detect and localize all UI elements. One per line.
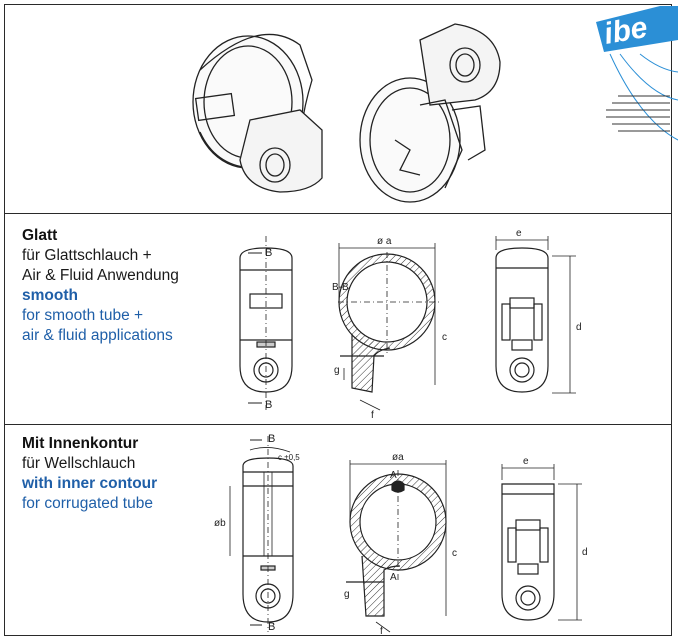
row-glatt: [4, 214, 672, 425]
contour-dim-f: f: [380, 626, 383, 637]
contour-b-bottom: B: [268, 621, 275, 633]
contour-dim-e: e: [523, 456, 529, 467]
glatt-dim-e: e: [516, 228, 522, 239]
glatt-heading: Glatt: [22, 227, 58, 244]
contour-tolerance: c ±0,5: [278, 453, 300, 462]
glatt-dim-phi-a: ø a: [377, 236, 392, 247]
glatt-front-view: [239, 236, 293, 410]
contour-section-view: [346, 460, 447, 633]
contour-dim-phi-b: øb: [214, 518, 226, 529]
glatt-en-heading: smooth: [22, 287, 78, 304]
iso-view-left: [192, 33, 323, 193]
innenkontur-en-heading: with inner contour: [22, 475, 158, 492]
logo-text: ibe: [601, 11, 649, 51]
glatt-description: Glatt für Glattschlauch + Air & Fluid An…: [22, 226, 179, 346]
innenkontur-de-line-1: für Wellschlauch: [22, 455, 136, 472]
glatt-dim-g: g: [334, 365, 340, 376]
glatt-b-top: B: [265, 247, 272, 259]
glatt-section-view: [338, 243, 440, 411]
glatt-dim-c: c: [442, 332, 447, 343]
contour-dim-d: d: [582, 547, 588, 558]
iso-view-right: [359, 23, 501, 203]
glatt-side-view: [495, 236, 576, 394]
contour-b-top: B: [268, 433, 275, 445]
outer-frame: [4, 4, 672, 636]
contour-dim-phi-a: øa: [392, 452, 404, 463]
glatt-de-line-1: für Glattschlauch +: [22, 247, 152, 264]
glatt-dim-f: f: [371, 410, 374, 421]
contour-dim-c: c: [452, 548, 457, 559]
glatt-section-label: B-B: [332, 282, 349, 293]
contour-dim-g: g: [344, 589, 350, 600]
row-product-images: [4, 4, 672, 214]
innenkontur-en-line-1: for corrugated tube: [22, 495, 153, 512]
glatt-de-line-2: Air & Fluid Anwendung: [22, 267, 179, 284]
contour-a-bottom: A: [390, 572, 397, 583]
innenkontur-heading: Mit Innenkontur: [22, 435, 139, 452]
ibe-logo: ibe: [596, 6, 678, 141]
glatt-en-line-1: for smooth tube +: [22, 307, 144, 324]
glatt-en-line-2: air & fluid applications: [22, 327, 173, 344]
contour-a-top: A: [390, 470, 397, 481]
innenkontur-description: Mit Innenkontur für Wellschlauch with in…: [22, 434, 157, 514]
contour-side-view: [501, 464, 582, 621]
contour-front-view: [229, 436, 294, 632]
glatt-b-bottom: B: [265, 399, 272, 411]
glatt-dim-d: d: [576, 322, 582, 333]
